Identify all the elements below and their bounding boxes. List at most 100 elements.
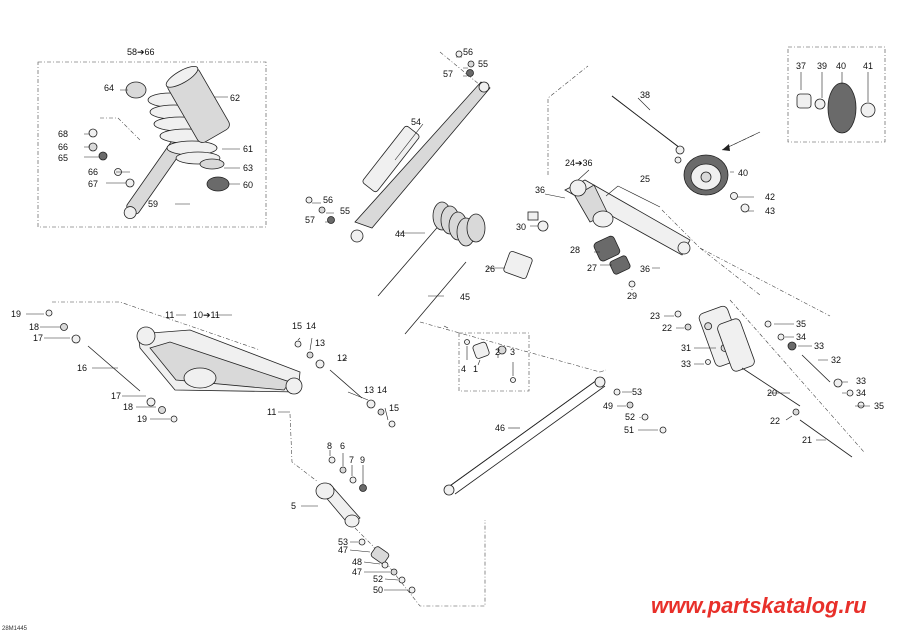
bushing-33b <box>787 341 797 351</box>
callout-12: 12 <box>337 353 347 363</box>
bushing-17b <box>146 397 156 407</box>
bushing-49 <box>626 401 634 409</box>
callout-39: 39 <box>817 61 827 71</box>
callout-47a: 47 <box>338 545 348 555</box>
callout-40b: 40 <box>738 168 748 178</box>
callout-49: 49 <box>603 401 613 411</box>
callout-1: 1 <box>473 364 478 374</box>
washer-38 <box>675 145 685 155</box>
washer-14b <box>377 408 385 416</box>
hardware-65 <box>98 151 108 161</box>
shock-kit-box <box>37 61 267 228</box>
callout-10-11: 10➔11 <box>193 310 220 320</box>
bracket-5 <box>301 450 486 607</box>
bolt-29 <box>628 280 636 288</box>
washer-55a <box>467 60 475 68</box>
callout-17b: 17 <box>111 391 121 401</box>
callout-17a: 17 <box>33 333 43 343</box>
washer-34a <box>777 333 785 341</box>
shock-reservoir-62 <box>165 66 230 143</box>
shaft-12 <box>329 369 363 399</box>
callout-53b: 53 <box>632 387 642 397</box>
callout-52b: 52 <box>625 412 635 422</box>
callout-19a: 19 <box>11 309 21 319</box>
washer-22a <box>684 323 692 331</box>
callout-14b: 14 <box>377 385 387 395</box>
shock-absorber-group <box>37 61 267 228</box>
spring-coils <box>432 201 486 247</box>
callout-19b: 19 <box>137 414 147 424</box>
nut-41 <box>860 102 876 118</box>
callout-33b: 33 <box>814 341 824 351</box>
bushing-36 <box>527 211 539 221</box>
bolt-19b <box>170 415 178 423</box>
callout-66a: 66 <box>58 142 68 152</box>
callout-28: 28 <box>570 245 580 255</box>
callout-38: 38 <box>640 90 650 100</box>
callout-30: 30 <box>516 222 526 232</box>
fitting-2 <box>497 345 507 355</box>
hardware-66a <box>88 142 98 152</box>
callout-21: 21 <box>802 435 812 445</box>
torsion-springs <box>377 201 533 335</box>
shaft-20 <box>741 367 801 407</box>
callout-35a: 35 <box>796 319 806 329</box>
callout-60: 60 <box>243 180 253 190</box>
washer-14a <box>306 351 314 359</box>
washer-6 <box>339 466 347 474</box>
bolt-53a <box>358 538 366 546</box>
callout-67: 67 <box>88 179 98 189</box>
callout-55b: 55 <box>340 206 350 216</box>
callout-11a: 11 <box>165 310 174 320</box>
washer-42 <box>730 192 738 200</box>
bushing-33c <box>833 378 843 388</box>
wheel-40 <box>827 82 857 134</box>
callout-4: 4 <box>461 364 466 374</box>
callout-15a: 15 <box>292 321 302 331</box>
callout-32: 32 <box>831 355 841 365</box>
callout-6: 6 <box>340 441 345 451</box>
callout-68: 68 <box>58 129 68 139</box>
nut-57a <box>466 69 474 77</box>
callout-35b: 35 <box>874 401 884 411</box>
callout-62: 62 <box>230 93 240 103</box>
callout-25: 25 <box>640 174 650 184</box>
watermark-link[interactable]: www.partskatalog.ru <box>651 593 867 618</box>
ring-39 <box>814 98 826 110</box>
callout-50: 50 <box>373 585 383 595</box>
callout-46: 46 <box>495 423 505 433</box>
callout-22a: 22 <box>662 323 672 333</box>
callout-44: 44 <box>395 229 405 239</box>
bolt-56a <box>455 50 463 58</box>
callout-14a: 14 <box>306 321 316 331</box>
rear-bracket-group <box>664 299 870 458</box>
callout-18a: 18 <box>29 322 39 332</box>
washer-22b <box>792 408 800 416</box>
washer-34b <box>846 389 854 397</box>
callout-55a: 55 <box>478 59 488 69</box>
callout-52a: 52 <box>373 574 383 584</box>
adjuster-ring-60 <box>206 176 230 192</box>
callout-5: 5 <box>291 501 296 511</box>
bolt-8 <box>328 456 336 464</box>
callout-33c: 33 <box>856 376 866 386</box>
callout-48: 48 <box>352 557 362 567</box>
bolt-15b <box>388 420 396 428</box>
spring-collar-63 <box>199 158 225 170</box>
idler-wheel-40 <box>683 154 729 196</box>
idler-inset <box>787 46 886 143</box>
bolt-35b <box>857 401 865 409</box>
callout-20: 20 <box>767 388 777 398</box>
callout-29: 29 <box>627 291 637 301</box>
callout-40a: 40 <box>836 61 846 71</box>
callout-3: 3 <box>510 347 515 357</box>
bushing-13a <box>315 359 325 369</box>
spacer-26 <box>503 251 533 279</box>
callout-47b: 47 <box>352 567 362 577</box>
bolt-15a <box>294 340 302 348</box>
callout-58-66: 58➔66 <box>127 47 155 57</box>
hardware-stack-bottom <box>349 538 416 594</box>
callout-9: 9 <box>360 455 365 465</box>
callout-51: 51 <box>624 425 634 435</box>
